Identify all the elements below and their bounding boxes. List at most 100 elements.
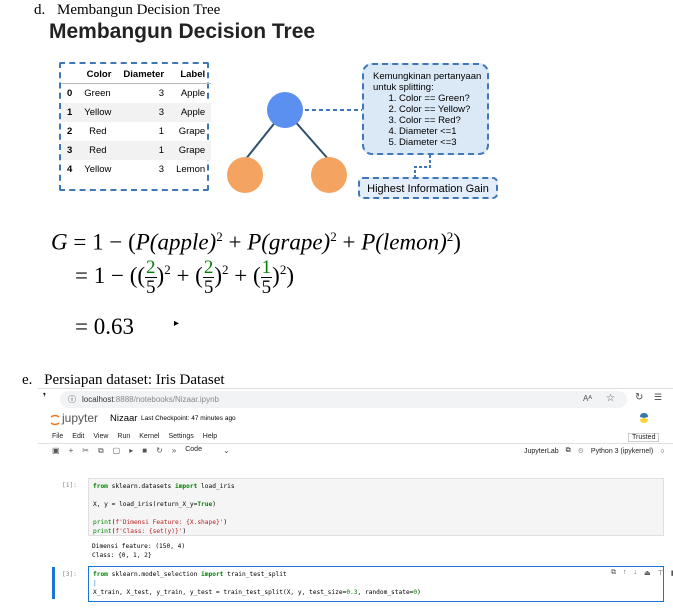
move-down-icon[interactable]: ↓ (633, 569, 638, 576)
save-icon[interactable]: ▣ (52, 446, 60, 455)
browser-window: ꜛ ⓘ localhost:8888/notebooks/Nizaar.ipyn… (38, 388, 673, 612)
cell-color: Red (89, 126, 107, 137)
section-e-text: Persiapan dataset: Iris Dataset (44, 372, 225, 388)
info-icon[interactable]: ⓘ (68, 395, 76, 404)
collections-icon[interactable]: ☰ (654, 392, 663, 402)
url-text[interactable]: localhost:8888/notebooks/Nizaar.ipynb (82, 395, 219, 404)
cell-label: Apple (170, 103, 212, 122)
table-header: Color (78, 66, 118, 84)
notebook-name[interactable]: Nizaar (110, 413, 138, 424)
code-cell-2-source[interactable]: from sklearn.model_selection import trai… (93, 571, 421, 596)
code-cell-2[interactable]: from sklearn.model_selection import trai… (88, 566, 673, 602)
cell-label: Lemon (176, 164, 206, 175)
tree-root-node (267, 92, 303, 128)
section-e-heading: e. Persiapan dataset: Iris Dataset (22, 372, 225, 389)
address-bar[interactable]: ⓘ localhost:8888/notebooks/Nizaar.ipynb … (60, 391, 627, 408)
row-index: 0 (67, 88, 73, 99)
formula-line-3: = 0.63 (75, 314, 134, 339)
cell-diameter: 3 (158, 88, 165, 99)
restart-icon[interactable]: ↻ (156, 446, 163, 455)
cell-label: Grape (170, 141, 212, 160)
slide-title: Membangun Decision Tree (49, 20, 316, 43)
chevron-down-icon[interactable]: ⌄ (222, 446, 230, 455)
callout-item: Color == Red? (399, 115, 487, 126)
menu-view[interactable]: View (93, 433, 109, 440)
external-link-icon[interactable]: ⧉ (565, 447, 571, 454)
table-header (61, 66, 79, 84)
code-line: X, y = load_iris(return_X_y=True) (93, 501, 216, 508)
cell-color: Red (78, 141, 118, 160)
formula-close: ) (453, 229, 461, 255)
python-logo-icon (638, 411, 650, 429)
cell-prompt: [3]: (62, 571, 77, 578)
code-cell-1-source[interactable]: from sklearn.datasets import load_iris X… (89, 479, 663, 539)
callout-item: Color == Green? (399, 93, 487, 104)
menu-help[interactable]: Help (202, 433, 218, 440)
code-line: print(f'Dimensi Feature: {X.shape}') (93, 519, 228, 526)
jupyter-logo-icon (50, 413, 60, 426)
cell-type-select[interactable]: Code (185, 446, 202, 453)
jupyterlab-link[interactable]: JupyterLab (524, 447, 559, 455)
fast-forward-icon[interactable]: » (171, 446, 177, 455)
callout-item: Diameter <=1 (399, 126, 487, 137)
tree-leaf-left (227, 157, 263, 193)
table-row: 0 Green 3 Apple (61, 84, 211, 104)
menu-file[interactable]: File (52, 433, 64, 440)
insert-above-icon[interactable]: ⏏ (644, 570, 651, 577)
run-icon[interactable]: ▸ (129, 446, 134, 455)
insert-below-icon[interactable]: ⊤ (657, 570, 664, 577)
table-header: Diameter (117, 66, 171, 84)
highest-information-gain-label: Highest Information Gain (358, 177, 498, 199)
paste-icon[interactable]: ▢ (112, 446, 121, 455)
move-up-icon[interactable]: ↑ (623, 569, 627, 576)
cell-label: Grape (178, 126, 206, 137)
menu-kernel[interactable]: Kernel (139, 433, 160, 440)
formula-prefix: = 1 − (( (75, 262, 146, 288)
callout-list: Color == Green? Color == Yellow? Color =… (373, 93, 487, 148)
cut-icon[interactable]: ✂ (82, 446, 89, 455)
table-header: Label (170, 66, 212, 84)
formula-sq: 2 (330, 229, 337, 244)
duplicate-cell-icon[interactable]: ⧉ (611, 569, 616, 576)
kernel-name[interactable]: Python 3 (ipykernel) (590, 447, 654, 455)
favorite-star-icon[interactable]: ☆ (606, 393, 615, 404)
reload-icon[interactable]: ꜛ (42, 393, 47, 403)
row-index: 1 (61, 103, 79, 122)
formula-plus: + (222, 229, 248, 255)
formula-plus: + (336, 229, 362, 255)
cursor-icon: ▸ (174, 318, 180, 329)
code-line: X_train, X_test, y_train, y_test = train… (93, 589, 421, 596)
menu-edit[interactable]: Edit (72, 433, 85, 440)
formula-g: G (51, 229, 68, 255)
formula-eq: = 1 − ( (67, 229, 136, 255)
menu-settings[interactable]: Settings (168, 433, 194, 440)
table-frame (59, 62, 209, 191)
section-e-label: e. (22, 372, 33, 388)
read-aloud-icon[interactable]: Aᴬ (583, 394, 592, 403)
cell-prompt: [1]: (62, 482, 77, 489)
trusted-badge[interactable]: Trusted (628, 433, 660, 442)
stop-icon[interactable]: ■ (142, 446, 148, 455)
code-line: from sklearn.model_selection import trai… (93, 571, 287, 578)
settings-gear-icon[interactable]: ⚙ (577, 448, 584, 455)
menu-run[interactable]: Run (117, 433, 131, 440)
delete-cell-icon[interactable]: ▮ (670, 570, 673, 577)
splitting-questions-callout: Kemungkinan pertanyaan untuk splitting: … (362, 63, 489, 155)
refresh-icon[interactable]: ↻ (635, 392, 644, 403)
formula-p-apple: P(apple) (135, 229, 217, 255)
copy-icon[interactable]: ⧉ (97, 446, 104, 455)
cell-diameter: 3 (158, 164, 165, 175)
row-index: 4 (67, 164, 73, 175)
code-cell-1[interactable]: from sklearn.datasets import load_iris X… (88, 478, 664, 536)
formula-sq: 2 (216, 229, 223, 244)
add-cell-icon[interactable]: + (68, 446, 74, 455)
formula-p-lemon: P(lemon) (361, 229, 447, 255)
row-index: 2 (67, 126, 73, 137)
checkpoint-text: Last Checkpoint: 47 minutes ago (141, 415, 236, 422)
active-cell-indicator (52, 567, 55, 599)
table-header-row: Color Diameter Label (61, 66, 212, 84)
code-line: print(f'Class: {set(y)}') (93, 528, 187, 535)
